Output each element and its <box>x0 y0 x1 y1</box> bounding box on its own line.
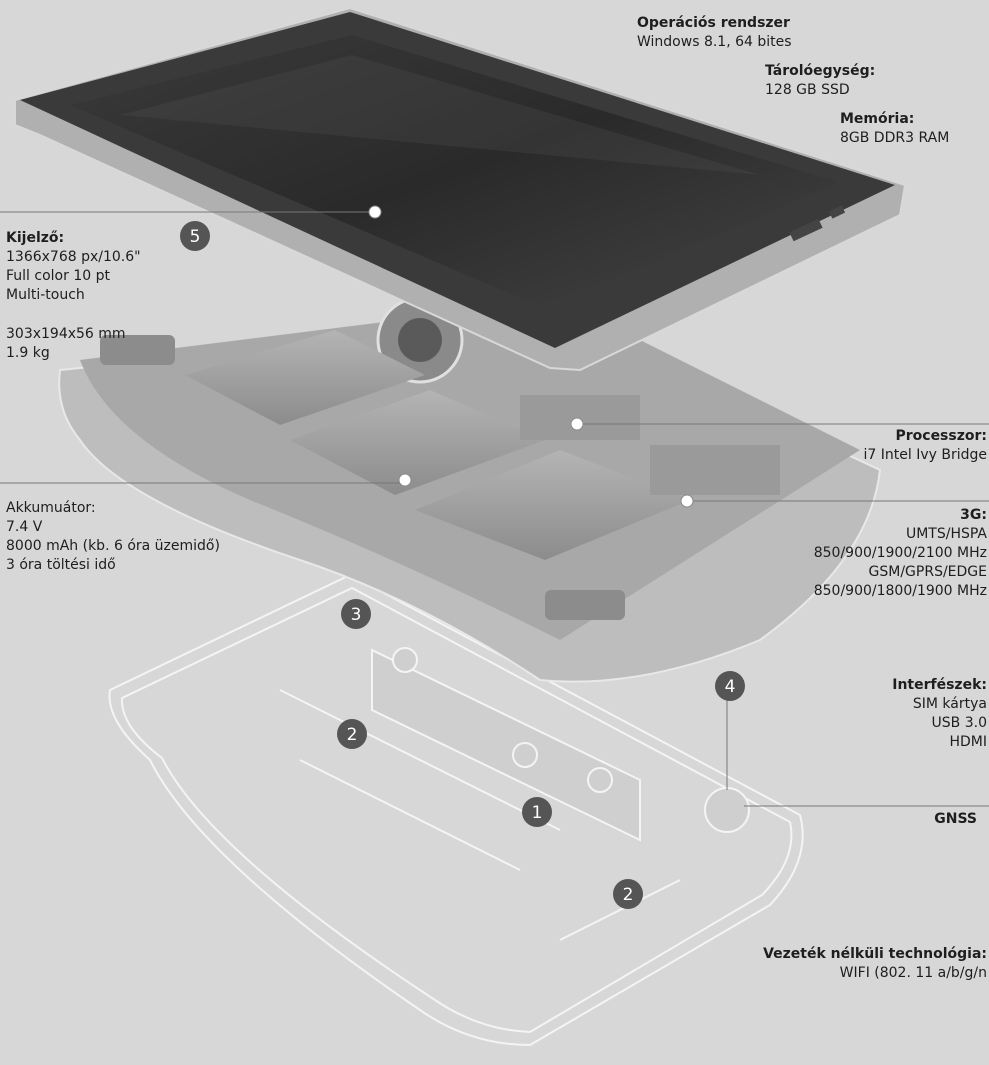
spec-wireless: Vezeték nélküli technológia: WIFI (802. … <box>763 945 987 983</box>
spec-wireless-line: WIFI (802. 11 a/b/g/n <box>839 965 987 981</box>
svg-text:2: 2 <box>623 885 634 905</box>
spec-memory: Memória: 8GB DDR3 RAM <box>840 110 949 148</box>
spec-interfaces-title: Interfészek: <box>892 677 987 693</box>
svg-text:5: 5 <box>190 227 201 247</box>
3g-module <box>650 445 780 495</box>
spec-display-line: 1366x768 px/10.6" <box>6 249 141 265</box>
spec-battery-line: 3 óra töltési idő <box>6 557 116 573</box>
spec-dimensions-line: 1.9 kg <box>6 345 50 361</box>
badge-2b: 2 <box>613 879 643 909</box>
spec-battery: Akkumuátor: 7.4 V 8000 mAh (kb. 6 óra üz… <box>6 499 220 575</box>
spec-3g: 3G: UMTS/HSPA 850/900/1900/2100 MHz GSM/… <box>814 506 987 601</box>
spec-display-line: Full color 10 pt <box>6 268 110 284</box>
spec-battery-line: Akkumuátor: <box>6 500 96 516</box>
battery-cell <box>185 330 425 425</box>
screen-panel <box>14 6 907 372</box>
spec-gnss: GNSS <box>934 810 977 829</box>
spec-interfaces: Interfészek: SIM kártya USB 3.0 HDMI <box>892 676 987 752</box>
badge-1: 1 <box>522 797 552 827</box>
spec-memory-title: Memória: <box>840 111 915 127</box>
badge-3: 3 <box>341 599 371 629</box>
spec-storage-line: 128 GB SSD <box>765 82 850 98</box>
spec-display: Kijelző: 1366x768 px/10.6" Full color 10… <box>6 229 141 305</box>
spec-display-line: Multi-touch <box>6 287 85 303</box>
svg-text:4: 4 <box>725 677 736 697</box>
battery-cell <box>415 450 690 560</box>
main-body <box>58 296 882 683</box>
svg-text:1: 1 <box>532 803 543 823</box>
spec-os: Operációs rendszer Windows 8.1, 64 bites <box>637 14 792 52</box>
spec-3g-title: 3G: <box>960 507 987 523</box>
spec-interfaces-line: SIM kártya <box>912 696 987 712</box>
spec-dimensions: 303x194x56 mm 1.9 kg <box>6 325 126 363</box>
spec-gnss-title: GNSS <box>934 811 977 827</box>
spec-3g-line: GSM/GPRS/EDGE <box>868 564 987 580</box>
spec-3g-line: 850/900/1800/1900 MHz <box>813 583 987 599</box>
spec-processor: Processzor: i7 Intel Ivy Bridge <box>864 427 987 465</box>
badges: 5 3 2 1 2 4 <box>180 221 745 909</box>
spec-3g-line: 850/900/1900/2100 MHz <box>813 545 987 561</box>
svg-text:3: 3 <box>351 605 362 625</box>
spec-battery-line: 8000 mAh (kb. 6 óra üzemidő) <box>6 538 220 554</box>
svg-text:2: 2 <box>347 725 358 745</box>
spec-dimensions-line: 303x194x56 mm <box>6 326 126 342</box>
battery-cell <box>290 390 545 495</box>
leader-dots <box>368 205 694 508</box>
spec-memory-line: 8GB DDR3 RAM <box>840 130 950 146</box>
spec-storage-title: Tárolóegység: <box>765 63 876 79</box>
spec-battery-line: 7.4 V <box>6 519 43 535</box>
spec-os-line: Windows 8.1, 64 bites <box>637 34 792 50</box>
spec-display-title: Kijelző: <box>6 230 65 246</box>
spec-interfaces-line: USB 3.0 <box>931 715 987 731</box>
spec-3g-line: UMTS/HSPA <box>905 526 987 542</box>
bottom-shell <box>108 573 804 1047</box>
processor-board <box>520 395 640 440</box>
bottom-shell-connectors <box>371 647 750 842</box>
spec-processor-line: i7 Intel Ivy Bridge <box>863 447 987 463</box>
spec-processor-title: Processzor: <box>895 428 987 444</box>
spec-interfaces-line: HDMI <box>949 734 987 750</box>
spec-storage: Tárolóegység: 128 GB SSD <box>765 62 875 100</box>
badge-2: 2 <box>337 719 367 749</box>
leader-lines <box>0 211 989 807</box>
spec-wireless-title: Vezeték nélküli technológia: <box>763 946 987 962</box>
badge-5: 5 <box>180 221 210 251</box>
spec-os-title: Operációs rendszer <box>637 15 790 31</box>
badge-4: 4 <box>715 671 745 701</box>
